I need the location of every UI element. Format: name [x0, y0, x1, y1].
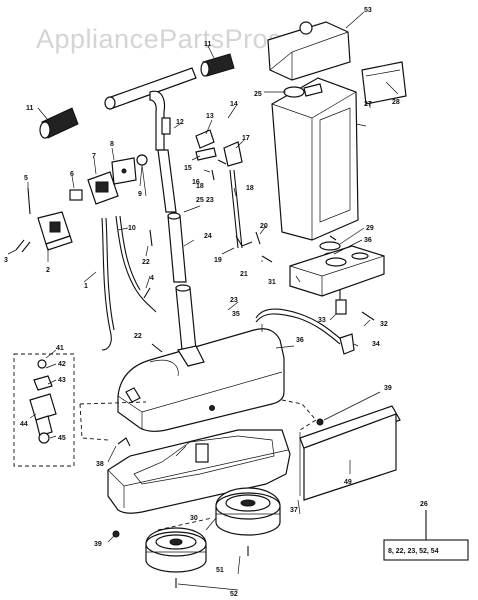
- callout-13: 13: [206, 113, 214, 120]
- callout-18-lower: 18: [246, 185, 254, 192]
- brush-left: [145, 527, 207, 573]
- callout-6: 6: [70, 171, 74, 178]
- callout-14: 14: [230, 101, 238, 108]
- callout-52: 52: [230, 591, 238, 598]
- callout-20: 20: [260, 223, 268, 230]
- callout-41: 41: [56, 345, 64, 352]
- brush-right: [215, 487, 281, 536]
- callout-30: 30: [190, 515, 198, 522]
- callout-12: 12: [176, 119, 184, 126]
- bumper-strip-49: [299, 405, 401, 501]
- callout-16: 16: [192, 179, 200, 186]
- callout-25-upper: 25: [254, 91, 262, 98]
- callout-11-right: 11: [204, 41, 212, 48]
- mount-hardware: [195, 129, 273, 263]
- callout-7: 7: [92, 153, 96, 160]
- handle-assembly: [39, 53, 235, 351]
- grip-11-right: [200, 53, 235, 77]
- kit-contents: 8, 22, 23, 52, 54: [388, 548, 439, 555]
- detail-box-41-45: [13, 353, 75, 467]
- callout-19: 19: [214, 257, 222, 264]
- callout-22-upper: 22: [142, 259, 150, 266]
- callout-36-upper: 36: [364, 237, 372, 244]
- callout-37: 37: [290, 507, 298, 514]
- kit-box-26: 26 8, 22, 23, 52, 54: [383, 501, 469, 561]
- marker-39-upper: [316, 418, 324, 426]
- callout-3: 3: [4, 257, 8, 264]
- callouts: 1 2 3 4 5 6 7 8 9 10 11 11 12 13 14 15 1…: [4, 7, 400, 598]
- callout-11-left: 11: [26, 105, 34, 112]
- callout-22-lower: 22: [134, 333, 142, 340]
- callout-10: 10: [128, 225, 136, 232]
- callout-27: 27: [364, 101, 372, 108]
- callout-44: 44: [20, 421, 28, 428]
- callout-39-lower: 39: [94, 541, 102, 548]
- callout-34: 34: [372, 341, 380, 348]
- callout-17: 17: [242, 135, 250, 142]
- callout-24: 24: [204, 233, 212, 240]
- callout-42: 42: [58, 361, 66, 368]
- kit-number: 26: [420, 501, 428, 508]
- callout-15: 15: [184, 165, 192, 172]
- callout-38: 38: [96, 461, 104, 468]
- callout-18-upper: 18: [196, 183, 204, 190]
- callout-43: 43: [58, 377, 66, 384]
- marker-39-lower: [112, 530, 120, 538]
- callout-33: 33: [318, 317, 326, 324]
- callout-39-upper: 39: [384, 385, 392, 392]
- callout-36-lower: 36: [296, 337, 304, 344]
- callout-25-lower: 25: [196, 197, 204, 204]
- main-body-housing: [107, 328, 291, 514]
- callout-8: 8: [110, 141, 114, 148]
- callout-29: 29: [366, 225, 374, 232]
- callout-51: 51: [216, 567, 224, 574]
- callout-2: 2: [46, 267, 50, 274]
- grip-11-left: [39, 107, 79, 139]
- callout-53: 53: [364, 7, 372, 14]
- callout-31: 31: [268, 279, 276, 286]
- callout-9: 9: [138, 191, 142, 198]
- callout-4: 4: [150, 275, 154, 282]
- callout-32: 32: [380, 321, 388, 328]
- callout-23-lower: 23: [230, 297, 238, 304]
- callout-5: 5: [24, 175, 28, 182]
- switch-and-cord-parts: [15, 154, 163, 353]
- callout-35: 35: [232, 311, 240, 318]
- callout-28: 28: [392, 99, 400, 106]
- callout-1: 1: [84, 283, 88, 290]
- callout-45: 45: [58, 435, 66, 442]
- tank-assembly: [255, 21, 407, 355]
- callout-49: 49: [344, 479, 352, 486]
- callout-23-upper: 23: [206, 197, 214, 204]
- callout-21: 21: [240, 271, 248, 278]
